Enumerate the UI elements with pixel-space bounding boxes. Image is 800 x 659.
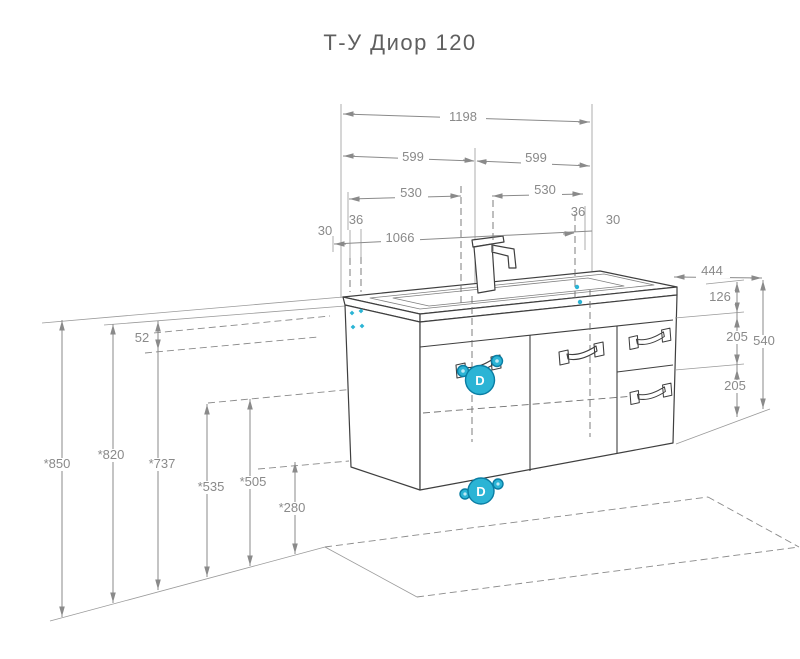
apron-rail-line bbox=[419, 319, 674, 348]
cabinet-front-face bbox=[419, 294, 678, 491]
dim-total-height: 540 bbox=[753, 333, 775, 348]
top-drawer-handle bbox=[628, 327, 672, 351]
drain-letter: D bbox=[475, 373, 484, 388]
drain-circle bbox=[467, 477, 495, 505]
dim-inner-left: 530 bbox=[400, 185, 422, 200]
middle-door-handle bbox=[558, 341, 605, 366]
mounting-hole-markers bbox=[349, 284, 583, 330]
dim-edge-right-30: 30 bbox=[606, 212, 620, 227]
overflow-dot bbox=[574, 284, 580, 290]
dim-edge-left-30: 30 bbox=[318, 223, 332, 238]
bottom-drawer-handle bbox=[629, 382, 673, 406]
dim-edge-left-36: 36 bbox=[349, 212, 363, 227]
dim-floor-to-siphon: *535 bbox=[198, 479, 225, 494]
dim-floor-to-top: *850 bbox=[44, 456, 71, 471]
dim-countertop-lip: 52 bbox=[135, 330, 149, 345]
drain-circle bbox=[464, 364, 496, 396]
drawing-title: Т-У Диор 120 bbox=[323, 30, 477, 55]
dim-half-right: 599 bbox=[525, 150, 547, 165]
drain-dot bbox=[577, 299, 583, 305]
floor-projection-lines bbox=[49, 496, 800, 622]
cabinet-side-panel bbox=[344, 304, 421, 491]
dim-half-left: 599 bbox=[402, 149, 424, 164]
dim-floor-to-cabinet-underside: *737 bbox=[149, 456, 176, 471]
vanity-cabinet bbox=[342, 235, 678, 491]
dim-top-section: 126 bbox=[709, 289, 731, 304]
dim-inner-right: 530 bbox=[534, 182, 556, 197]
dimension-labels: 1198 599 599 530 530 30 36 36 30 1066 44… bbox=[39, 109, 782, 515]
dim-depth: 444 bbox=[701, 263, 723, 278]
top-extension-lines bbox=[332, 104, 593, 298]
sink-rim-outline bbox=[369, 273, 655, 310]
drawer-division bbox=[616, 364, 674, 373]
sink-basin-outline bbox=[392, 277, 625, 307]
wall-projection-lines bbox=[41, 296, 419, 470]
dim-edge-right-36: 36 bbox=[571, 204, 585, 219]
dim-overall-width: 1198 bbox=[449, 109, 477, 124]
dim-mounting-span: 1066 bbox=[386, 230, 415, 245]
faucet-body bbox=[473, 243, 496, 294]
dim-middle-section: 205 bbox=[726, 329, 748, 344]
drain-letter: D bbox=[476, 484, 485, 499]
siphon-marker-lower: D bbox=[459, 477, 504, 505]
faucet-spout bbox=[491, 244, 517, 269]
dim-floor-to-basin-rim: *820 bbox=[98, 447, 125, 462]
siphon-marker-upper: D bbox=[456, 354, 504, 396]
top-dimension-lines bbox=[333, 111, 593, 247]
dim-floor-to-outlet: *280 bbox=[279, 500, 306, 515]
dim-floor-to-drain: *505 bbox=[240, 474, 267, 489]
dim-bottom-section: 205 bbox=[724, 378, 746, 393]
